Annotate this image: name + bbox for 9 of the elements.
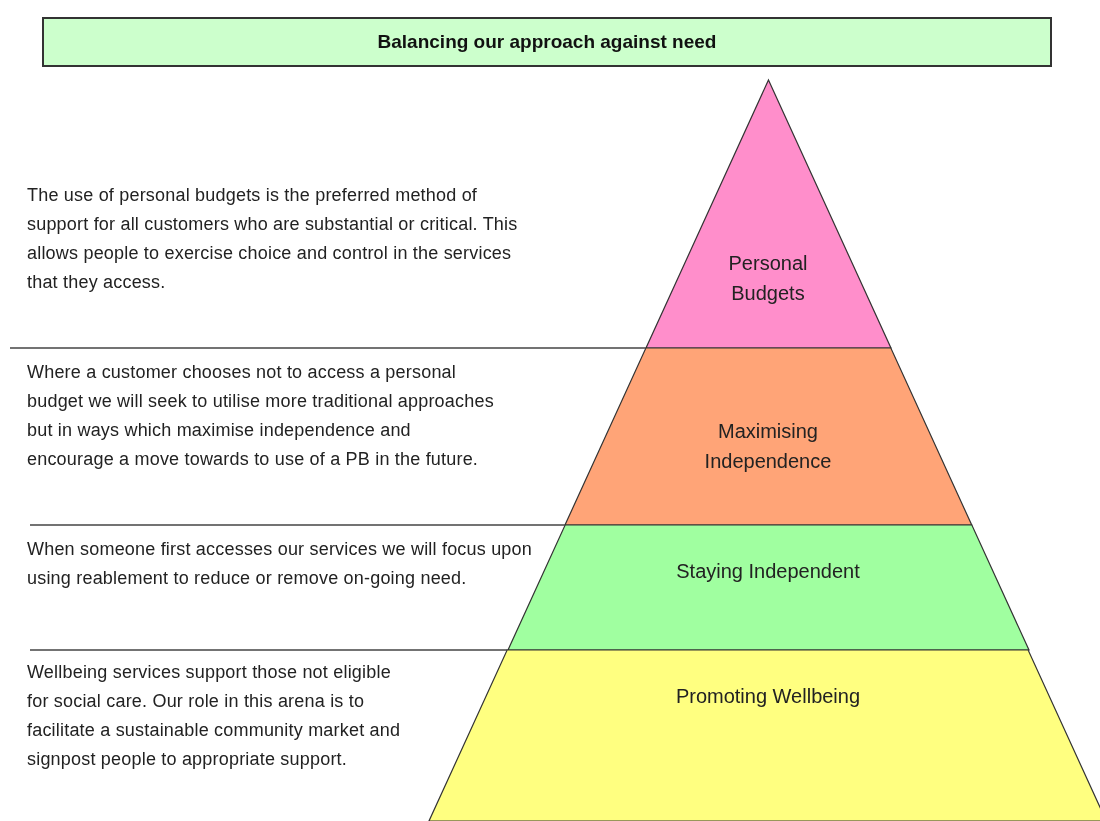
tier-label: Staying Independent [675, 559, 861, 584]
description-text: Where a customer chooses not to access a personal budget we will seek to utilise more traditional approaches but in ways which maximise independence and encourage a move towards to use of a PB in the future. [27, 361, 495, 471]
description-text: Wellbeing services support those not eligible for social care. Our role in this arena is to facilitate a sustainable community market and signpost people to appropriate support. [27, 661, 402, 771]
tier-label: Promoting Wellbeing [674, 684, 862, 709]
tier-label: Personal Budgets [727, 251, 809, 306]
description-text: The use of personal budgets is the preferred method of support for all customers who are substantial or critical. This allows people to exercise choice and control in the services that they access. [27, 184, 519, 294]
tier-label: Maximising Independence [703, 419, 833, 474]
description-text: When someone first accesses our services we will focus upon using reablement to reduce or remove on-going need. [27, 538, 532, 590]
title-banner: Balancing our approach against need [42, 17, 1052, 67]
